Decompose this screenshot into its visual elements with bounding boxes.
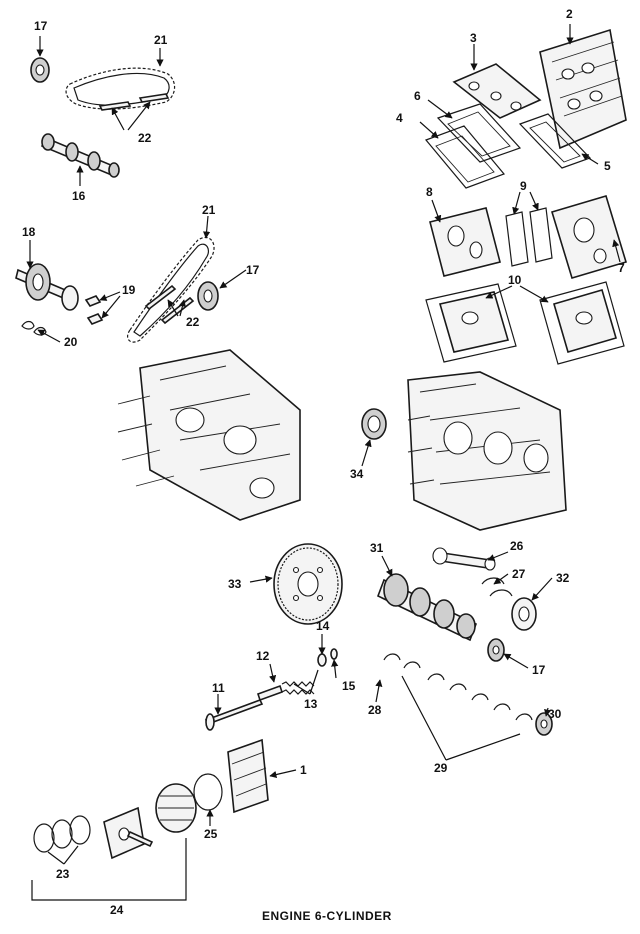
callout-13: 13 [304, 697, 318, 711]
crankcase-right-half [407, 371, 567, 531]
callout-31: 31 [370, 541, 384, 555]
valve [204, 699, 264, 731]
callout-33: 33 [228, 577, 242, 591]
leader-lines [26, 24, 621, 901]
callout-26: 26 [510, 539, 524, 553]
callout-21: 21 [154, 33, 168, 47]
callout-9: 9 [520, 179, 527, 193]
flywheel [273, 543, 343, 625]
callout-29: 29 [434, 761, 448, 775]
camshaft [40, 133, 120, 178]
spring-retainer [317, 648, 338, 667]
valve-guide [256, 684, 284, 702]
callout-10: 10 [508, 273, 522, 287]
callout-28: 28 [368, 703, 382, 717]
callout-3: 3 [470, 31, 477, 45]
callout-32: 32 [556, 571, 570, 585]
crankshaft [376, 573, 478, 642]
chain-cover-right [539, 281, 625, 365]
rod-bearings [481, 577, 513, 597]
head-gasket [193, 773, 223, 811]
callout-22: 22 [138, 131, 152, 145]
cam-sprocket-top [30, 57, 50, 83]
chain-housing-right [551, 195, 627, 279]
valve-springs [281, 681, 315, 695]
crankcase-left-half [117, 349, 301, 521]
callout-17: 17 [34, 19, 48, 33]
main-bearing-shells [383, 653, 533, 721]
rear-main-seal [535, 712, 553, 736]
callout-22: 22 [186, 315, 200, 329]
crankshaft-seal [361, 408, 387, 440]
callout-21: 21 [202, 203, 216, 217]
pulley [511, 597, 537, 631]
timing-chain-middle [127, 236, 215, 343]
intermediate-shaft-sprocket [15, 263, 79, 311]
chain-cover-left [425, 283, 517, 363]
callout-11: 11 [212, 681, 225, 695]
callout-15: 15 [342, 679, 356, 693]
callout-25: 25 [204, 827, 218, 841]
callout-17: 17 [246, 263, 260, 277]
chain-guides-top [98, 93, 170, 111]
callout-30: 30 [548, 707, 562, 721]
piston-pin [126, 830, 154, 848]
cam-sprocket-middle [197, 281, 219, 311]
callout-34: 34 [350, 467, 364, 481]
callout-17: 17 [532, 663, 546, 677]
callout-5: 5 [604, 159, 611, 173]
cylinder-barrel [155, 783, 197, 833]
cylinder-head [539, 28, 627, 150]
callout-8: 8 [426, 185, 433, 199]
callout-6: 6 [414, 89, 421, 103]
callout-14: 14 [316, 619, 330, 633]
cylinder-head-single [227, 738, 269, 814]
callout-27: 27 [512, 567, 526, 581]
piston-rings [33, 815, 91, 853]
housing-gaskets [505, 207, 553, 267]
callout-labels: 17 21 22 16 2 3 6 4 5 8 9 7 10 18 21 17 … [22, 7, 625, 917]
callout-23: 23 [56, 867, 70, 881]
callout-20: 20 [64, 335, 78, 349]
callout-7: 7 [618, 261, 625, 275]
piston [103, 806, 145, 860]
head-gasket-strip [518, 113, 592, 169]
tensioner-parts [84, 295, 104, 325]
callout-19: 19 [122, 283, 136, 297]
diagram-caption: ENGINE 6-CYLINDER [262, 909, 392, 923]
chain-housing-left [429, 207, 501, 277]
callout-16: 16 [72, 189, 86, 203]
connecting-rod [432, 547, 496, 571]
callout-1: 1 [300, 763, 307, 777]
callout-12: 12 [256, 649, 270, 663]
callout-24: 24 [110, 903, 124, 917]
cam-housing-cover [452, 63, 542, 119]
callout-2: 2 [566, 7, 573, 21]
callout-18: 18 [22, 225, 36, 239]
callout-4: 4 [396, 111, 403, 125]
cover-gasket-lower [424, 125, 506, 189]
crank-sprocket [487, 638, 505, 662]
